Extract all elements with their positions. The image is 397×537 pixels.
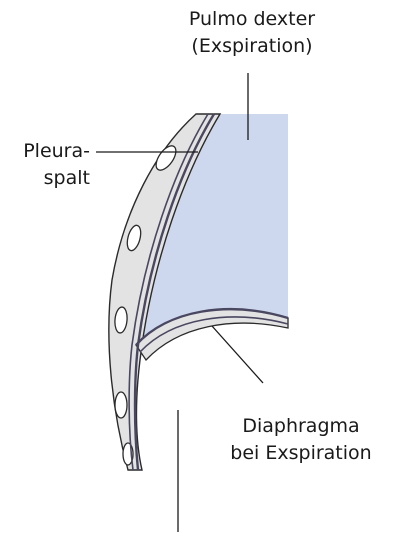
label-diaphragm-line2: bei Exspiration (212, 440, 390, 467)
label-pleural-gap-line1: Pleura- (0, 138, 90, 165)
label-pleural-gap-line2: spalt (0, 165, 90, 192)
label-pleural-gap: Pleura- spalt (0, 138, 90, 192)
wall-cell (115, 392, 127, 418)
label-lung-line1: Pulmo dexter (162, 6, 342, 33)
label-lung-line2: (Exspiration) (162, 33, 342, 60)
leader-line-diaphragm (212, 326, 263, 383)
label-diaphragm-line1: Diaphragma (212, 413, 390, 440)
label-diaphragm: Diaphragma bei Exspiration (212, 413, 390, 467)
label-lung: Pulmo dexter (Exspiration) (162, 6, 342, 60)
